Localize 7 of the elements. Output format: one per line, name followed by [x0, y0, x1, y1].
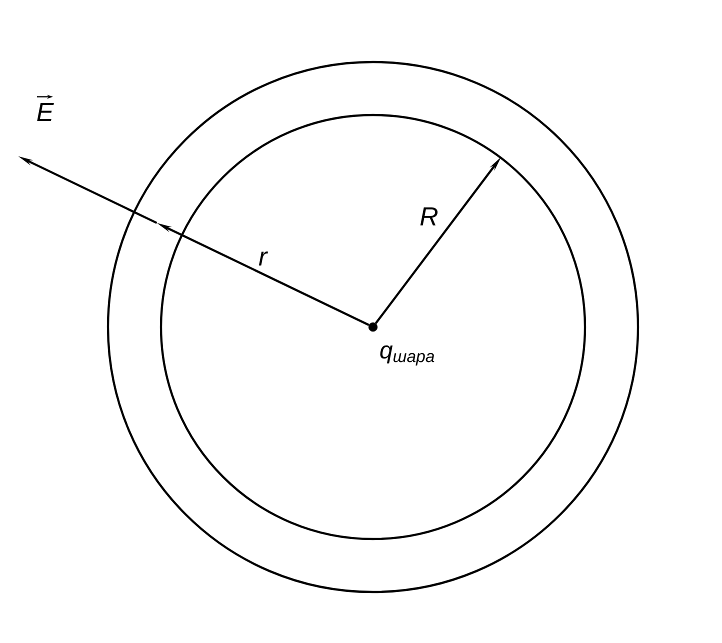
edge-label: R	[420, 207, 438, 226]
circle	[160, 114, 586, 540]
vector-label: E	[37, 94, 54, 121]
center-point	[368, 322, 378, 332]
circle	[106, 60, 640, 594]
charge-label: q$_{шара}$	[380, 345, 434, 366]
edge-label: r	[258, 252, 268, 266]
